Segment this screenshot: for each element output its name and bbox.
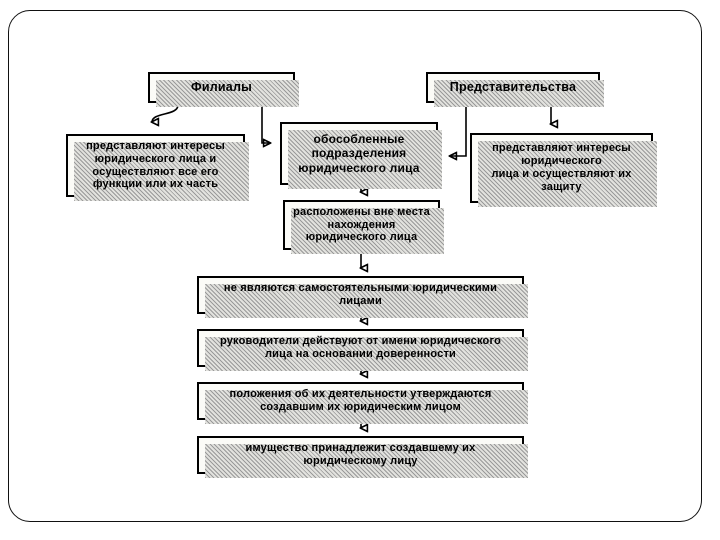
node-located-outside[interactable]: расположены вне места нахождения юридиче… [283, 200, 444, 254]
node-property-label: имущество принадлежит создавшему их юрид… [245, 442, 476, 467]
node-not-legal-entity[interactable]: не являются самостоятельными юридическим… [197, 276, 528, 318]
slide-frame-border [8, 10, 702, 522]
node-located-outside-label: расположены вне места нахождения юридиче… [293, 205, 430, 244]
node-representations[interactable]: Представительства [426, 72, 604, 107]
node-regulations-approved[interactable]: положения об их деятельности утверждаютс… [197, 382, 528, 424]
node-branch-functions-label: представляют интересы юридического лица … [86, 139, 225, 191]
node-branch-functions[interactable]: представляют интересы юридического лица … [66, 134, 249, 201]
node-separate-units-label: обособленные подразделения юридического … [298, 132, 420, 175]
node-regulations-label: положения об их деятельности утверждаютс… [229, 388, 492, 413]
node-not-legal-entity-label: не являются самостоятельными юридическим… [223, 282, 498, 307]
node-representation-protection-label: представляют интересы юридического лица … [491, 142, 632, 193]
node-representations-label: Представительства [449, 80, 577, 95]
node-representation-protection[interactable]: представляют интересы юридического лица … [470, 133, 657, 207]
node-heads-act-by-power-of-attorney[interactable]: руководители действуют от имени юридичес… [197, 329, 528, 371]
node-separate-units[interactable]: обособленные подразделения юридического … [280, 122, 442, 189]
node-heads-act-label: руководители действуют от имени юридичес… [219, 335, 502, 360]
node-branches[interactable]: Филиалы [148, 72, 299, 107]
node-branches-label: Филиалы [191, 80, 252, 95]
node-property-ownership[interactable]: имущество принадлежит создавшему их юрид… [197, 436, 528, 478]
